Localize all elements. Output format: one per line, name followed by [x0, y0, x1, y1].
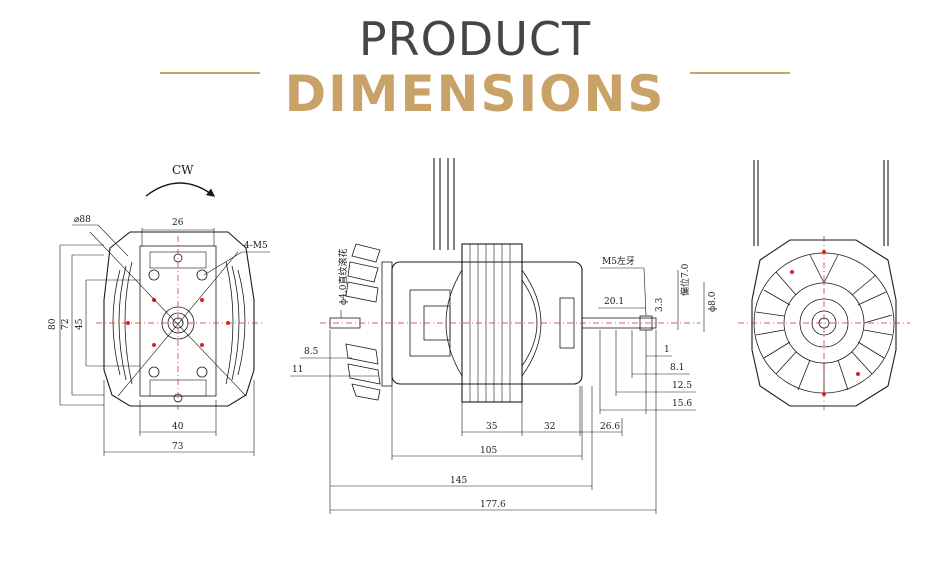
dim-32: 32 — [544, 422, 555, 432]
rotation-arrow-icon — [145, 182, 216, 197]
dim-11: 11 — [292, 365, 303, 375]
title-rule-right — [690, 72, 790, 74]
rear-view — [738, 160, 910, 410]
dim-105: 105 — [480, 446, 497, 456]
dim-177-6: 177.6 — [480, 500, 506, 510]
bottom-73: 73 — [172, 442, 184, 452]
top-width-26: 26 — [172, 218, 184, 228]
thread-m5-label: M5左牙 — [602, 255, 635, 267]
side-view: ϕ4.0直纹滚花 M5左牙 偏位7.0 ϕ8.0 3.3 20.1 1 8.1 … — [290, 158, 718, 514]
dim-1: 1 — [664, 345, 670, 355]
hole-4-m5-label: 4-M5 — [244, 241, 268, 251]
dim-8-1: 8.1 — [670, 363, 684, 373]
dim-3-3: 3.3 — [655, 297, 665, 312]
front-housing — [103, 231, 255, 407]
bracket-plate — [139, 245, 217, 397]
dim-12-5: 12.5 — [672, 381, 692, 391]
front-view: CW — [48, 163, 270, 456]
dim-8-5: 8.5 — [304, 347, 319, 357]
dim-35: 35 — [486, 422, 498, 432]
bottom-40: 40 — [172, 422, 184, 432]
height-72: 72 — [61, 319, 71, 330]
height-45: 45 — [75, 318, 85, 330]
stator-stack — [461, 243, 523, 403]
title-dimensions: DIMENSIONS — [284, 65, 666, 123]
dim-145: 145 — [450, 476, 467, 486]
dim-15-6: 15.6 — [672, 399, 692, 409]
height-80: 80 — [48, 318, 58, 330]
cw-label: CW — [172, 163, 194, 177]
dim-20-1: 20.1 — [604, 297, 624, 307]
shaft-dia-8: ϕ8.0 — [708, 291, 718, 312]
rear-housing — [751, 239, 897, 407]
dim-26-6: 26.6 — [600, 422, 620, 432]
knurl-label: ϕ4.0直纹滚花 — [337, 249, 349, 305]
offset-7-label: 偏位7.0 — [679, 263, 691, 296]
dia-88-label: ⌀88 — [74, 215, 91, 225]
title-rule-left — [160, 72, 260, 74]
title-product: PRODUCT — [358, 12, 592, 66]
